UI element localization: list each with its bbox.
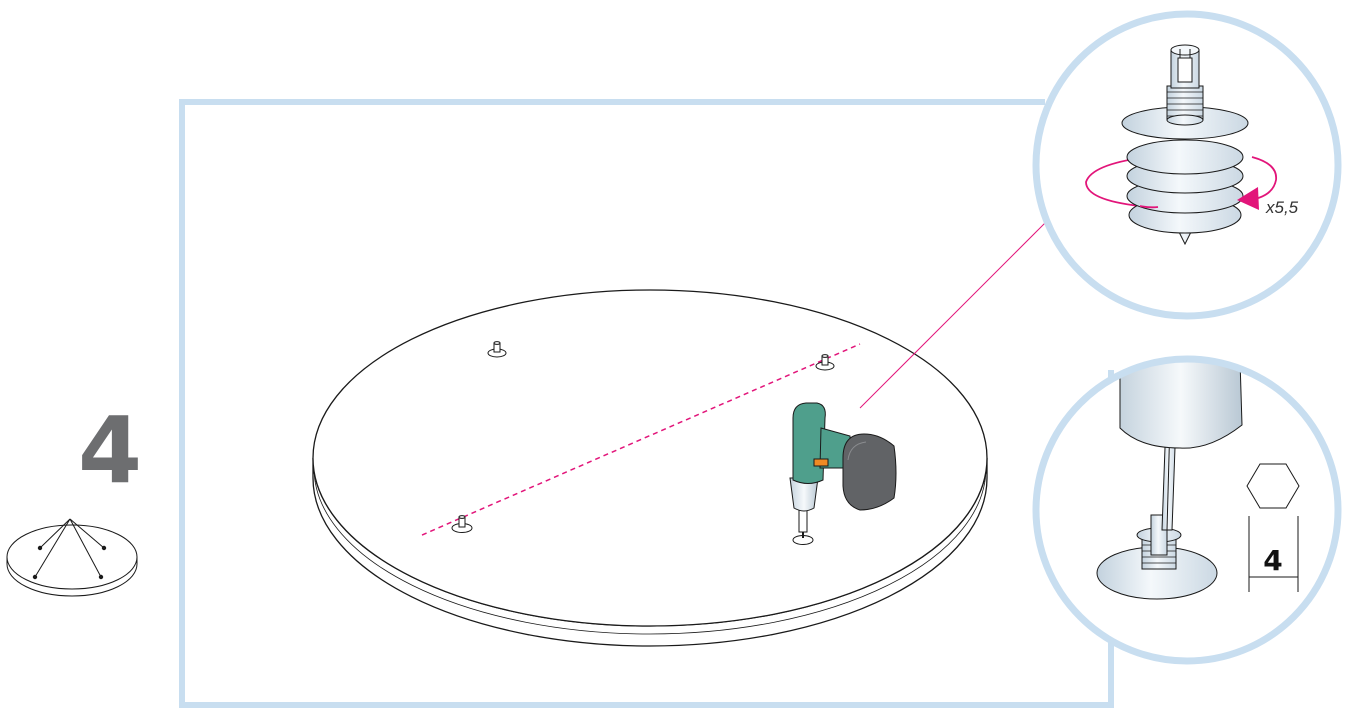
hex-key-icon — [1246, 463, 1300, 592]
hex-key-size-label: 4 — [1263, 544, 1282, 577]
screw-plate — [815, 354, 835, 371]
detail-circle-leveling-foot — [1032, 10, 1342, 320]
rotation-arrow-icon — [1249, 156, 1277, 201]
alignment-dashed-line — [421, 343, 861, 536]
detail-circle-screwing — [1032, 355, 1342, 665]
screw-plate — [487, 341, 507, 358]
table-top-icon — [6, 518, 138, 597]
drill-icon — [789, 402, 897, 538]
callout-line — [859, 221, 1047, 409]
table-top — [312, 289, 988, 647]
step-number: 4 — [78, 397, 142, 504]
rotation-count-label: x5,5 — [1265, 198, 1299, 217]
screw-plate — [451, 515, 473, 533]
